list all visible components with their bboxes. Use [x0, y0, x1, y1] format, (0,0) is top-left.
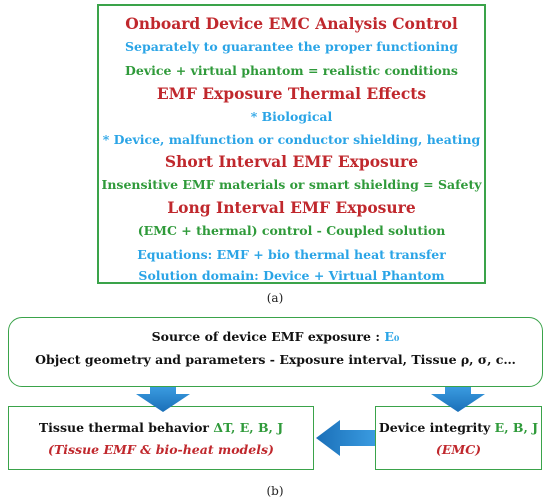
source-e0-symbol: E₀: [384, 329, 400, 344]
panel-a-line-12: Solution domain: Device + Virtual Phanto…: [138, 268, 445, 283]
arrow-down-left: [136, 387, 190, 412]
device-title-text: Device integrity: [378, 420, 491, 435]
arrow-left: [316, 420, 375, 456]
panel-a-line-7: Short Interval EMF Exposure: [164, 152, 419, 171]
panel-a-box: Onboard Device EMC Analysis Control Sepa…: [97, 4, 486, 284]
panel-a-line-2: Separately to guarantee the proper funct…: [125, 39, 458, 54]
panel-a-line-4: EMF Exposure Thermal Effects: [156, 84, 427, 103]
panel-a-line-9: Long Interval EMF Exposure: [167, 198, 416, 217]
panel-a-line-11: Equations: EMF + bio thermal heat transf…: [137, 247, 446, 262]
source-box: Source of device EMF exposure : E₀ Objec…: [8, 317, 543, 387]
tissue-subtitle: (Tissue EMF & bio-heat models): [48, 442, 274, 457]
arrow-down-right: [431, 387, 485, 412]
device-title-vars: E, B, J: [494, 420, 539, 435]
tissue-title-text: Tissue thermal behavior: [38, 420, 210, 435]
tissue-title: Tissue thermal behavior ΔT, E, B, J: [9, 420, 313, 435]
caption-b: (b): [266, 484, 284, 498]
panel-a-line-6: * Device, malfunction or conductor shiel…: [102, 132, 481, 147]
tissue-box: Tissue thermal behavior ΔT, E, B, J (Tis…: [8, 406, 314, 470]
device-subtitle: (EMC): [435, 442, 482, 457]
caption-a: (a): [266, 291, 284, 305]
source-line-2: Object geometry and parameters - Exposur…: [35, 352, 516, 367]
panel-a-line-10: (EMC + thermal) control - Coupled soluti…: [137, 223, 446, 238]
panel-a-line-5: * Biological: [250, 109, 333, 124]
panel-a-line-1: Onboard Device EMC Analysis Control: [125, 14, 458, 33]
source-line-1-text: Source of device EMF exposure :: [151, 329, 380, 344]
panel-a-line-8: Insensitive EMF materials or smart shiel…: [101, 177, 482, 192]
device-title: Device integrity E, B, J: [376, 420, 541, 435]
tissue-title-vars: ΔT, E, B, J: [213, 420, 284, 435]
source-line-1: Source of device EMF exposure : E₀: [9, 329, 542, 344]
panel-a-line-3: Device + virtual phantom = realistic con…: [125, 63, 458, 78]
